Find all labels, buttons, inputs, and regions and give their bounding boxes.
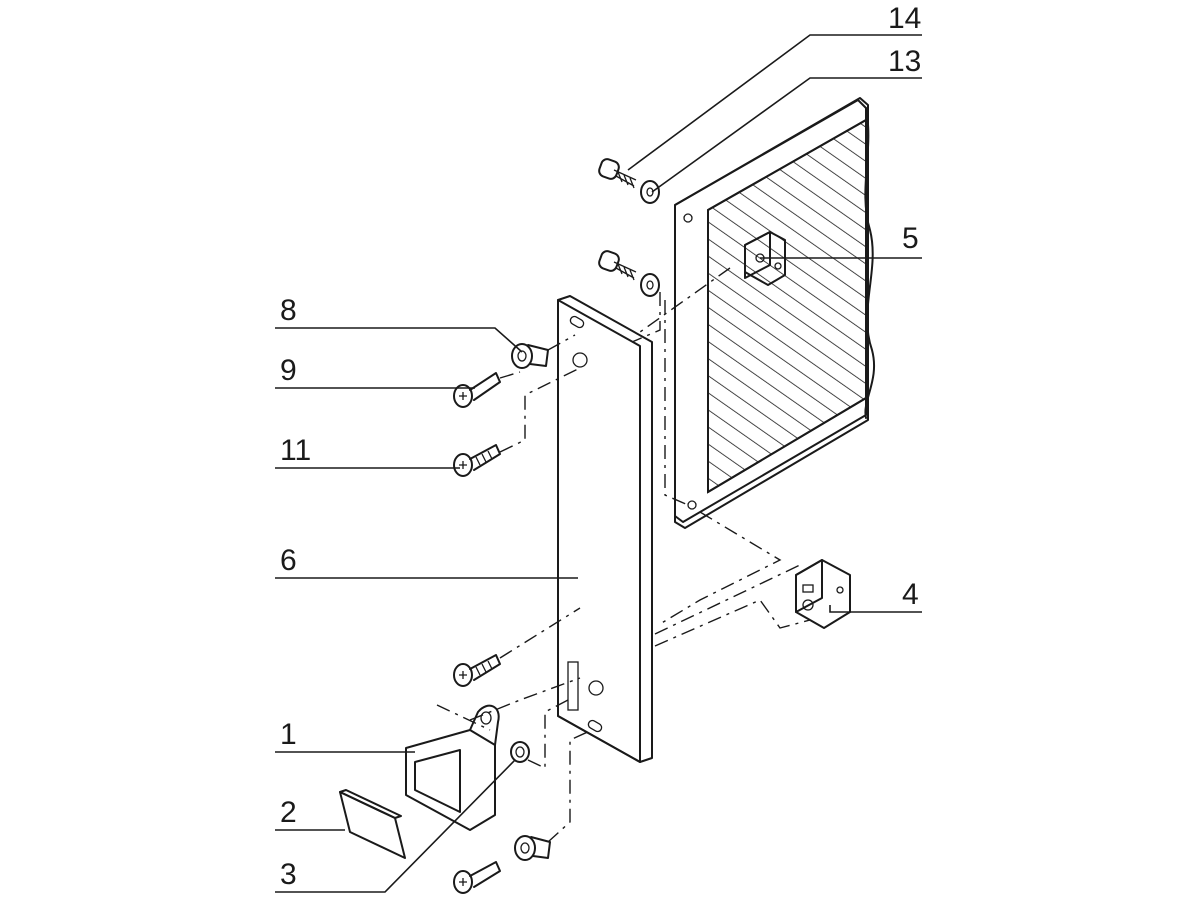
washer-part-13-upper (640, 180, 660, 204)
callout-13: 13 (888, 45, 921, 78)
callout-8: 8 (280, 294, 297, 327)
block-part-4 (795, 559, 851, 629)
screw-part-11 (453, 444, 501, 477)
callout-3: 3 (280, 858, 297, 891)
callout-1: 1 (280, 718, 297, 751)
screw-part-9 (453, 372, 501, 408)
label-part-2 (339, 789, 406, 859)
screw-part-9-lower (453, 861, 501, 894)
callout-14: 14 (888, 2, 921, 35)
callout-labels: 14 13 5 8 9 11 6 4 1 2 3 (280, 2, 921, 891)
washer-part-13-lower (640, 273, 660, 297)
callout-11: 11 (280, 434, 311, 467)
front-plate-part-6 (557, 295, 653, 763)
callout-2: 2 (280, 796, 297, 829)
bracket-part-5 (744, 231, 786, 286)
rear-panel (674, 97, 876, 529)
callout-9: 9 (280, 354, 297, 387)
screw-part-14-lower (598, 250, 637, 281)
assembly-lines (436, 267, 811, 843)
screw-part-11-lower (453, 654, 501, 687)
callout-6: 6 (280, 544, 297, 577)
callout-leaders (275, 34, 922, 893)
callout-4: 4 (902, 578, 919, 611)
screw-part-14-upper (598, 158, 637, 189)
clip-nut-part-8-lower (514, 835, 551, 861)
handle-part-1 (405, 704, 500, 831)
spacer-part-3 (510, 741, 530, 763)
callout-5: 5 (902, 222, 919, 255)
